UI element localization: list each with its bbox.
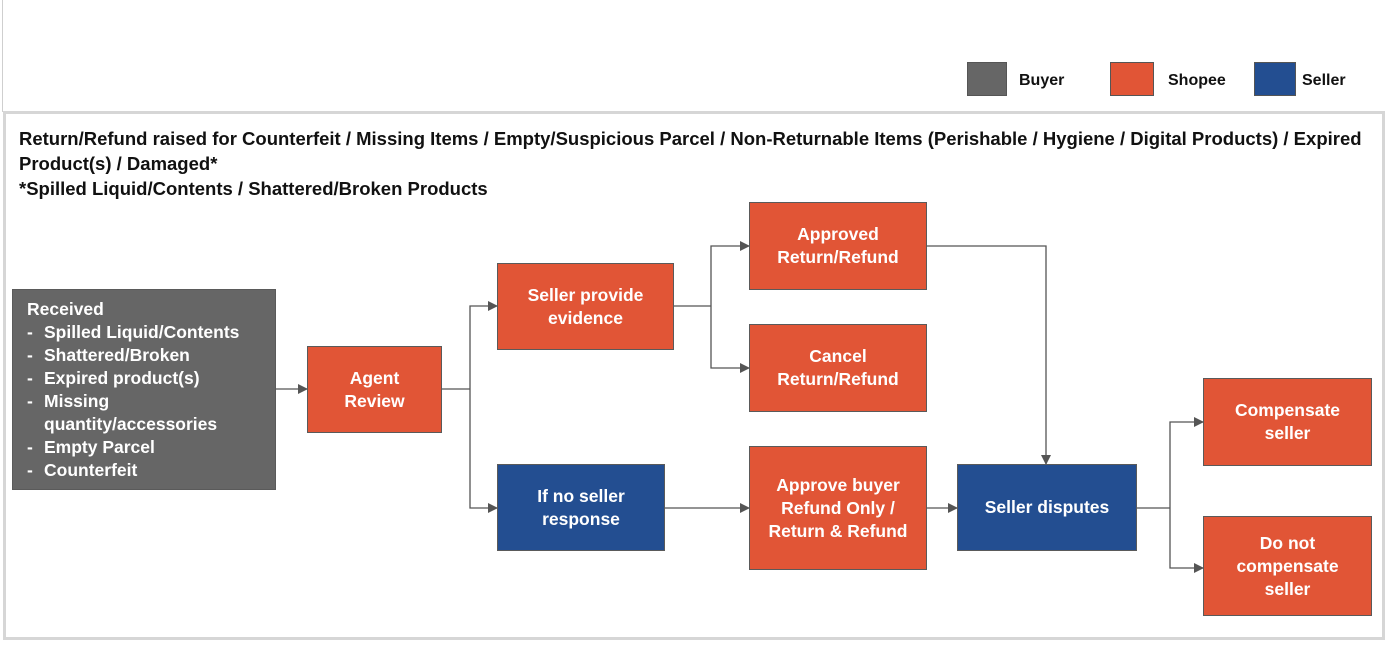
received-item: -Shattered/Broken (27, 345, 190, 365)
node-seller-provide-evidence: Seller provide evidence (497, 263, 674, 350)
legend-swatch-buyer (967, 62, 1007, 96)
connector-evidence-to-cancel (710, 306, 750, 373)
node-if-no-seller-response: If no seller response (497, 464, 665, 551)
connector-approved-to-disputes (927, 245, 1051, 465)
node-seller-disputes: Seller disputes (957, 464, 1137, 551)
connector-agent-to-evidence (469, 301, 498, 389)
received-list: -Spilled Liquid/Contents -Shattered/Brok… (27, 321, 265, 482)
heading-line-2: *Spilled Liquid/Contents / Shattered/Bro… (19, 178, 488, 199)
connector-evidence-to-approved (710, 241, 750, 306)
received-title: Received (27, 299, 104, 319)
legend-label-seller: Seller (1302, 72, 1346, 89)
node-approve-buyer-refund: Approve buyer Refund Only / Return & Ref… (749, 446, 927, 570)
node-cancel-return-refund: Cancel Return/Refund (749, 324, 927, 412)
legend-swatch-shopee (1110, 62, 1154, 96)
node-approved-return-refund: Approved Return/Refund (749, 202, 927, 290)
received-item: -Empty Parcel (27, 437, 155, 457)
received-item: -Missing quantity/accessories (27, 391, 218, 434)
heading-line-1: Return/Refund raised for Counterfeit / M… (19, 128, 1362, 174)
received-item: -Expired product(s) (27, 368, 200, 388)
connector-disputes-to-not-compensate (1169, 508, 1204, 573)
connector-disputes-to-compensate (1169, 417, 1204, 508)
received-item: -Spilled Liquid/Contents (27, 322, 240, 342)
node-compensate-seller: Compensate seller (1203, 378, 1372, 466)
diagram-heading: Return/Refund raised for Counterfeit / M… (19, 126, 1374, 201)
received-item: -Counterfeit (27, 460, 138, 480)
legend-label-buyer: Buyer (1019, 72, 1065, 89)
connector-agent-to-no-response (469, 389, 498, 513)
page-edge-rule (2, 0, 3, 112)
node-do-not-compensate-seller: Do not compensate seller (1203, 516, 1372, 616)
node-received: Received -Spilled Liquid/Contents -Shatt… (12, 289, 276, 490)
legend-label-shopee: Shopee (1168, 72, 1226, 89)
node-agent-review: Agent Review (307, 346, 442, 433)
legend-swatch-seller (1254, 62, 1296, 96)
